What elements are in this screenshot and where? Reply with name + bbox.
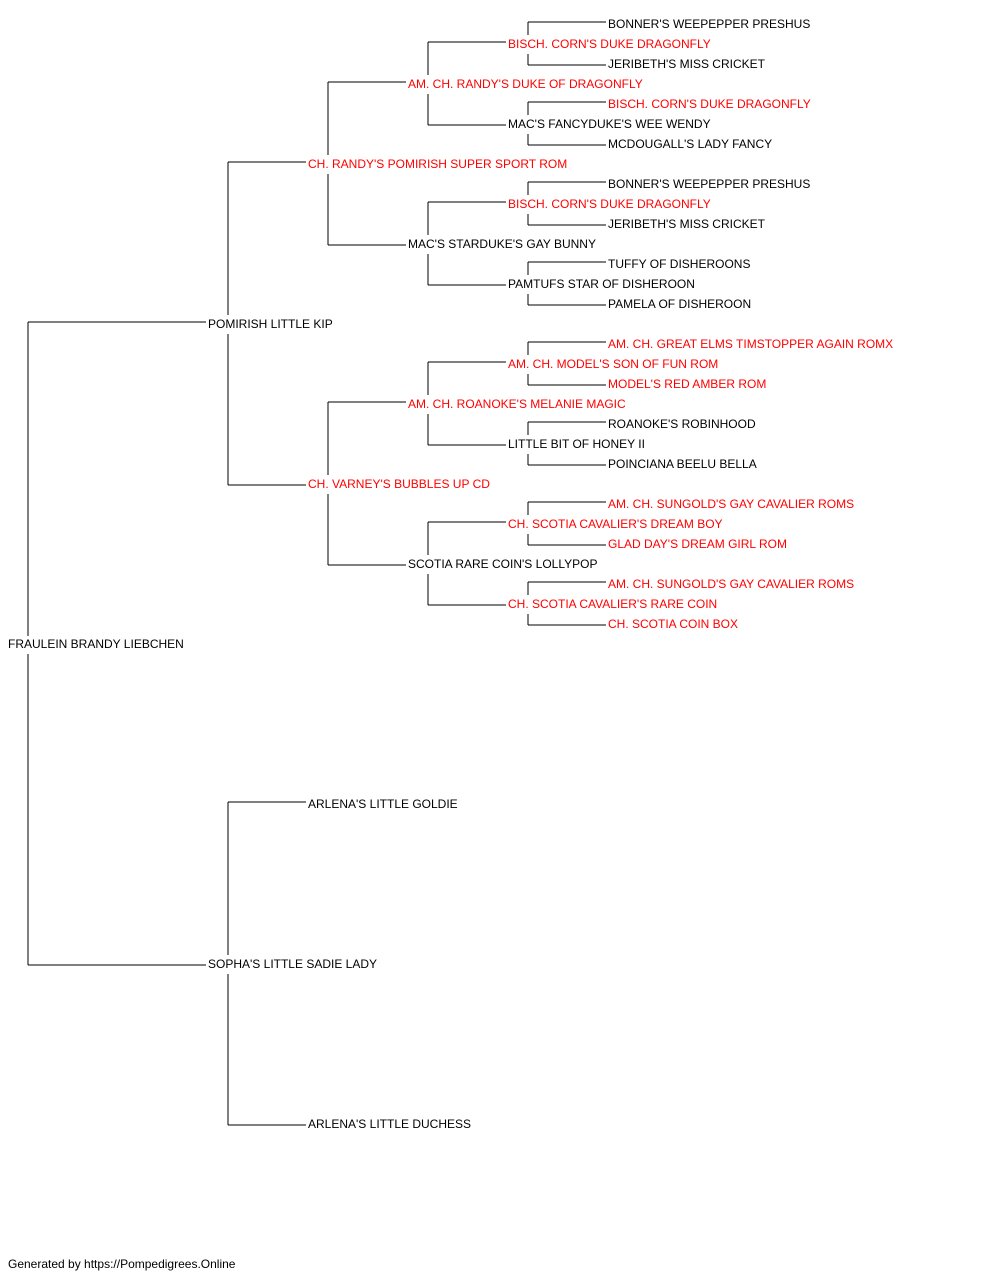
ancestor-name: CH. SCOTIA CAVALIER'S DREAM BOY — [508, 517, 723, 531]
ancestor-name: AM. CH. SUNGOLD'S GAY CAVALIER ROMS — [608, 577, 855, 591]
ancestor-name: ROANOKE'S ROBINHOOD — [608, 417, 756, 431]
ancestor-name: CH. VARNEY'S BUBBLES UP CD — [308, 477, 490, 491]
ancestor-name: AM. CH. RANDY'S DUKE OF DRAGONFLY — [408, 77, 643, 91]
ancestor-name: POMIRISH LITTLE KIP — [208, 317, 333, 331]
ancestor-name: ARLENA'S LITTLE DUCHESS — [308, 1117, 472, 1131]
ancestor-name: BONNER'S WEEPEPPER PRESHUS — [608, 177, 811, 191]
ancestor-name: MAC'S STARDUKE'S GAY BUNNY — [408, 237, 596, 251]
ancestor-name: AM. CH. SUNGOLD'S GAY CAVALIER ROMS — [608, 497, 855, 511]
ancestor-name: AM. CH. GREAT ELMS TIMSTOPPER AGAIN ROMX — [608, 337, 894, 351]
subject-dog-name: FRAULEIN BRANDY LIEBCHEN — [8, 637, 184, 651]
ancestor-name: ARLENA'S LITTLE GOLDIE — [308, 797, 458, 811]
ancestor-name: CH. SCOTIA COIN BOX — [608, 617, 739, 631]
ancestor-name: BONNER'S WEEPEPPER PRESHUS — [608, 17, 811, 31]
ancestor-name: GLAD DAY'S DREAM GIRL ROM — [608, 537, 787, 551]
ancestor-name: BISCH. CORN'S DUKE DRAGONFLY — [508, 37, 711, 51]
ancestor-name: LITTLE BIT OF HONEY II — [508, 437, 645, 451]
ancestor-name: TUFFY OF DISHEROONS — [608, 257, 751, 271]
ancestor-name: BISCH. CORN'S DUKE DRAGONFLY — [608, 97, 811, 111]
ancestor-name: MAC'S FANCYDUKE'S WEE WENDY — [508, 117, 711, 131]
ancestor-name: SCOTIA RARE COIN'S LOLLYPOP — [408, 557, 598, 571]
ancestor-name: MCDOUGALL'S LADY FANCY — [608, 137, 773, 151]
ancestor-name: CH. SCOTIA CAVALIER'S RARE COIN — [508, 597, 718, 611]
ancestor-name: SOPHA'S LITTLE SADIE LADY — [208, 957, 378, 971]
ancestor-name: BISCH. CORN'S DUKE DRAGONFLY — [508, 197, 711, 211]
ancestor-name: PAMTUFS STAR OF DISHEROON — [508, 277, 695, 291]
footer-credit: Generated by https://Pompedigrees.Online — [8, 1257, 236, 1271]
ancestor-name: PAMELA OF DISHEROON — [608, 297, 752, 311]
ancestor-name: JERIBETH'S MISS CRICKET — [608, 57, 765, 71]
ancestor-name: JERIBETH'S MISS CRICKET — [608, 217, 765, 231]
ancestor-name: MODEL'S RED AMBER ROM — [608, 377, 767, 391]
ancestor-name: POINCIANA BEELU BELLA — [608, 457, 757, 471]
ancestor-name: AM. CH. ROANOKE'S MELANIE MAGIC — [408, 397, 626, 411]
ancestor-name: AM. CH. MODEL'S SON OF FUN ROM — [508, 357, 719, 371]
ancestor-name: CH. RANDY'S POMIRISH SUPER SPORT ROM — [308, 157, 568, 171]
